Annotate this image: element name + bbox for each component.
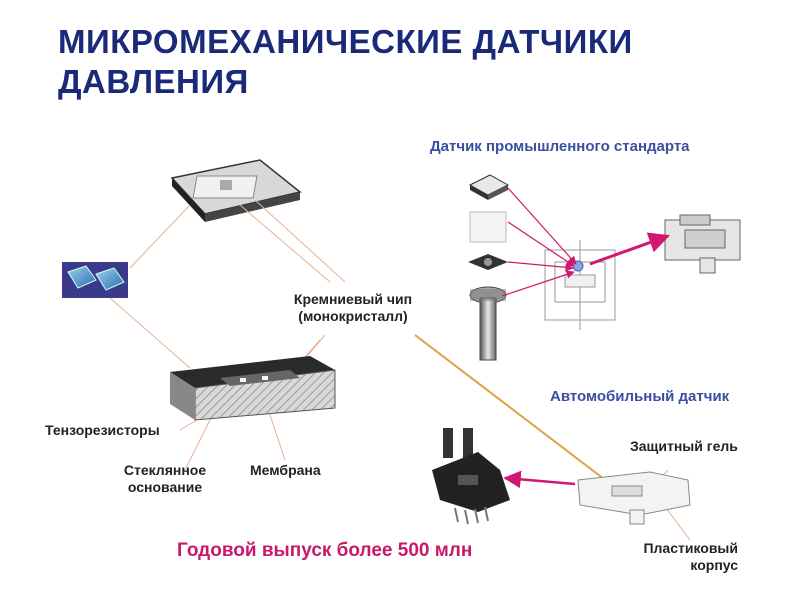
pointer-arrows xyxy=(501,187,670,489)
industrial-sensor-housing xyxy=(664,214,741,274)
chip-to-automotive-line xyxy=(414,334,626,496)
title-line-1: МИКРОМЕХАНИЧЕСКИЕ ДАТЧИКИ xyxy=(58,23,633,60)
silicon-chip-label: Кремниевый чип (монокристалл) xyxy=(278,291,428,325)
protective-gel-label: Защитный гель xyxy=(630,438,738,454)
glass-base-label: Стеклянное основание xyxy=(110,462,220,496)
industrial-sensor-label: Датчик промышленного стандарта xyxy=(430,138,690,155)
plastic-case-label-line-2: корпус xyxy=(690,557,738,573)
silicon-chip-label-line-1: Кремниевый чип xyxy=(293,291,413,307)
automotive-sensor-label: Автомобильный датчик xyxy=(550,388,730,405)
cross-section-image xyxy=(170,356,336,421)
industrial-components-image xyxy=(468,174,510,361)
silicon-chip-label-line-2: (монокристалл) xyxy=(298,308,408,324)
plastic-case-label-line-1: Пластиковый xyxy=(643,540,738,556)
glass-base-label-line-2: основание xyxy=(127,479,203,495)
membrane-label: Мембрана xyxy=(250,462,321,478)
automotive-cross-section xyxy=(577,471,691,525)
glass-base-label-line-1: Стеклянное xyxy=(123,462,207,478)
plastic-case-label: Пластиковый корпус xyxy=(606,540,738,574)
blue-chips-image xyxy=(62,262,128,298)
annual-output-text: Годовой выпуск более 500 млн xyxy=(177,540,473,561)
strain-gauge-label: Тензорезисторы xyxy=(45,422,160,438)
page-title: МИКРОМЕХАНИЧЕСКИЕ ДАТЧИКИ ДАВЛЕНИЯ xyxy=(58,22,633,102)
silicon-chip-image xyxy=(170,159,302,222)
title-line-2: ДАВЛЕНИЯ xyxy=(58,63,249,100)
automotive-sensor-image xyxy=(432,428,510,525)
